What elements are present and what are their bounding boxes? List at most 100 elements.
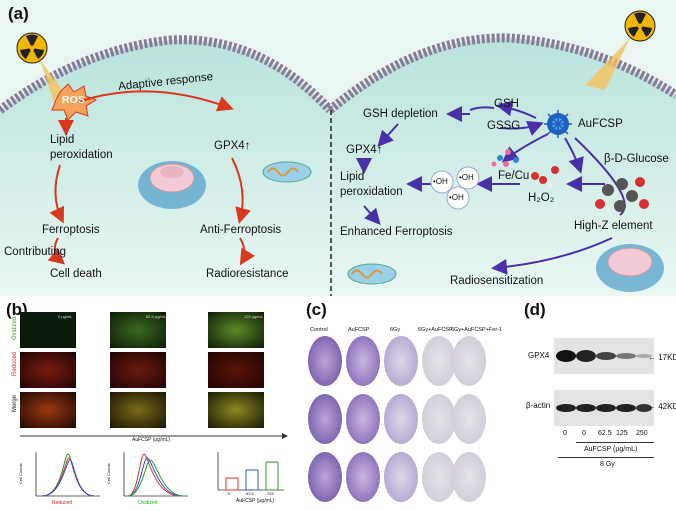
fluorescence-image [20, 312, 76, 348]
band-label-gpx4: GPX4 [528, 351, 550, 360]
bar-tick: 125 [267, 491, 274, 496]
kd-marker: ← 17KD [648, 353, 676, 362]
panel-c-label: (c) [306, 300, 327, 319]
colony-well [308, 394, 342, 444]
fluorescence-image [110, 312, 166, 348]
column-label: 0 μg/mL [58, 314, 73, 319]
gpx4-right-label: GPX4↑ [346, 144, 383, 156]
colony-well [384, 452, 418, 502]
panel-b: (b) Oxidized Reduced Merge 0 μg/mL 62.5 … [0, 298, 300, 511]
bar-tick: 0 [228, 491, 231, 496]
colony-well [452, 394, 486, 444]
bar [225, 477, 239, 491]
fluorescence-image [20, 392, 76, 428]
column-header: 6Gy+AuFCSP+Fer-1 [451, 327, 503, 333]
row-label: Reduced [12, 351, 18, 376]
cell-death-label: Cell death [50, 268, 102, 280]
bar [245, 469, 259, 491]
column-header: Control [310, 327, 328, 333]
colony-well [308, 336, 342, 386]
column-label: 62.5 μg/mL [146, 314, 167, 319]
radiation-icon [624, 10, 656, 42]
panel-a: (a) ROS Adaptive response Lipid peroxida… [0, 0, 676, 296]
band-label-actin: β-actin [526, 401, 551, 410]
fluorescence-image [208, 312, 264, 348]
histogram-reduced [35, 452, 100, 497]
golgi-illustration [138, 161, 206, 209]
bar-chart-fold-change [217, 452, 284, 491]
column-label: 125 μg/mL [244, 314, 263, 319]
hist-ylabel: Cell Counts [106, 463, 111, 484]
kd-marker: ← 42KD [648, 402, 676, 411]
lane-label: 125 [616, 430, 628, 437]
histogram-oxidized [123, 452, 188, 497]
row-label: Oxidized [12, 316, 18, 340]
aufcsp-nanoparticle [544, 110, 572, 138]
radiation-icon [16, 32, 48, 64]
oh-label: •OH [459, 173, 474, 182]
bar-tick: 62.5 [246, 491, 254, 496]
colony-well [346, 336, 380, 386]
lane-label: 250 [636, 430, 648, 437]
column-header: 6Gy [390, 327, 401, 333]
mitochondria-illustration [347, 263, 397, 285]
lane-label: 0 [582, 430, 586, 437]
ros-burst [51, 83, 98, 121]
colony-well [422, 394, 456, 444]
fluorescence-image [110, 352, 166, 388]
glucose-molecule [595, 177, 649, 212]
lipid-peroxidation-right: Lipid peroxidation [340, 171, 403, 198]
hist-ylabel: Cell Counts [18, 463, 23, 484]
hist-xlabel: Reduced [52, 500, 73, 506]
gpx4-left-label: GPX4↑ [214, 140, 251, 152]
golgi-illustration [596, 244, 664, 292]
ros-label: ROS [62, 94, 85, 106]
column-header: AuFCSP [348, 327, 370, 333]
dose-xlabel: AuFCSP (μg/mL) [584, 446, 638, 453]
fe-cu-particles [491, 149, 519, 167]
colony-well [422, 336, 456, 386]
dose-label: 8 Gy [600, 461, 615, 468]
colony-well [422, 452, 456, 502]
panel-d-label: (d) [524, 300, 546, 319]
lipid-peroxidation-left: Lipid peroxidation [50, 134, 113, 161]
fluorescence-image [208, 352, 264, 388]
cell-membrane-right [327, 33, 676, 114]
panel-c: (c) Control AuFCSP 6Gy 6Gy+AuFCSP 6Gy+Au… [304, 298, 502, 511]
row-label: Merge [12, 394, 18, 412]
h2o2-molecules [531, 166, 559, 187]
lane-label: 0 [563, 430, 567, 437]
panel-d: (d) GPX4 β-actin ← 17KD ← 42KD 0 0 62.5 … [496, 298, 676, 511]
gsh-depletion-label: GSH depletion [363, 108, 438, 120]
lane-label: 62.5 [598, 430, 612, 437]
h2o2-label: H₂O₂ [528, 192, 555, 204]
contributing-label: Contributing [4, 246, 67, 258]
radioresistance-label: Radioresistance [206, 268, 289, 280]
oh-label: •OH [433, 177, 448, 186]
cell-membrane-left [0, 35, 334, 114]
dose-bracket [558, 457, 654, 458]
glucose-label: β-D-Glucose [604, 153, 669, 165]
aufcsp-label: AuFCSP [578, 118, 623, 130]
bar [265, 461, 279, 491]
high-z-label: High-Z element [574, 220, 653, 232]
colony-well [308, 452, 342, 502]
radiosensitization-label: Radiosensitization [450, 275, 544, 287]
fluorescence-image [208, 392, 264, 428]
colony-well [384, 336, 418, 386]
colony-well [384, 394, 418, 444]
dose-axis-label: AuFCSP (μg/mL) [132, 437, 171, 443]
enhanced-ferroptosis-label: Enhanced Ferroptosis [340, 226, 453, 238]
ferroptosis-label: Ferroptosis [42, 224, 100, 236]
colony-well [346, 394, 380, 444]
fluorescence-image [20, 352, 76, 388]
gssg-label: GSSG [487, 120, 521, 132]
panel-a-label: (a) [8, 4, 29, 23]
dose-axis-arrow [20, 433, 288, 439]
fe-cu-label: Fe/Cu [498, 170, 530, 182]
kd-value: 17KD [658, 353, 676, 362]
anti-ferroptosis-label: Anti-Ferroptosis [200, 224, 282, 236]
panel-a-diagram [0, 0, 676, 296]
column-header: 6Gy+AuFCSP [418, 327, 453, 333]
kd-value: 42KD [658, 402, 676, 411]
